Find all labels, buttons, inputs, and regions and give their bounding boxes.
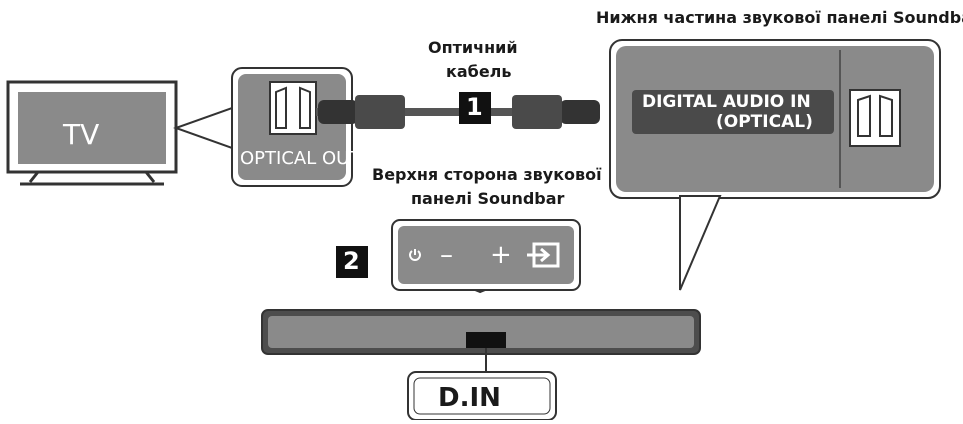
soundbar-top-step-number: 2 xyxy=(343,247,360,275)
soundbar-bottom-callout xyxy=(609,39,941,291)
step-2-box xyxy=(336,246,368,278)
cable-step-number: 1 xyxy=(466,93,483,121)
source-icon xyxy=(525,240,561,270)
cable-label-line2: кабель xyxy=(446,62,512,81)
tv-port-callout xyxy=(173,67,353,187)
soundbar-top-title-line1: Верхня сторона звукової xyxy=(372,165,602,184)
optical-out-label: OPTICAL OUT xyxy=(240,148,361,169)
optical-cable xyxy=(316,95,600,129)
tv-label: TV xyxy=(63,118,100,151)
soundbar xyxy=(261,309,701,372)
volume-down-button: – xyxy=(440,240,453,270)
volume-up-button: + xyxy=(490,240,512,270)
display-text: D.IN xyxy=(438,383,501,413)
digital-audio-in-line2: (OPTICAL) xyxy=(716,112,813,132)
digital-audio-in-port-icon xyxy=(849,89,901,147)
tv xyxy=(6,80,178,186)
display-panel xyxy=(407,371,557,421)
soundbar-bottom-title: Нижня частина звукової панелі Soundbar xyxy=(596,8,963,27)
cable-label-line1: Оптичний xyxy=(428,38,518,57)
soundbar-top-title-line2: панелі Soundbar xyxy=(411,189,565,208)
optical-out-port-icon xyxy=(269,81,317,135)
soundbar-top-callout xyxy=(391,219,581,294)
digital-audio-in-line1: DIGITAL AUDIO IN xyxy=(642,92,811,112)
power-icon xyxy=(407,247,423,263)
step-1-box xyxy=(459,92,491,124)
